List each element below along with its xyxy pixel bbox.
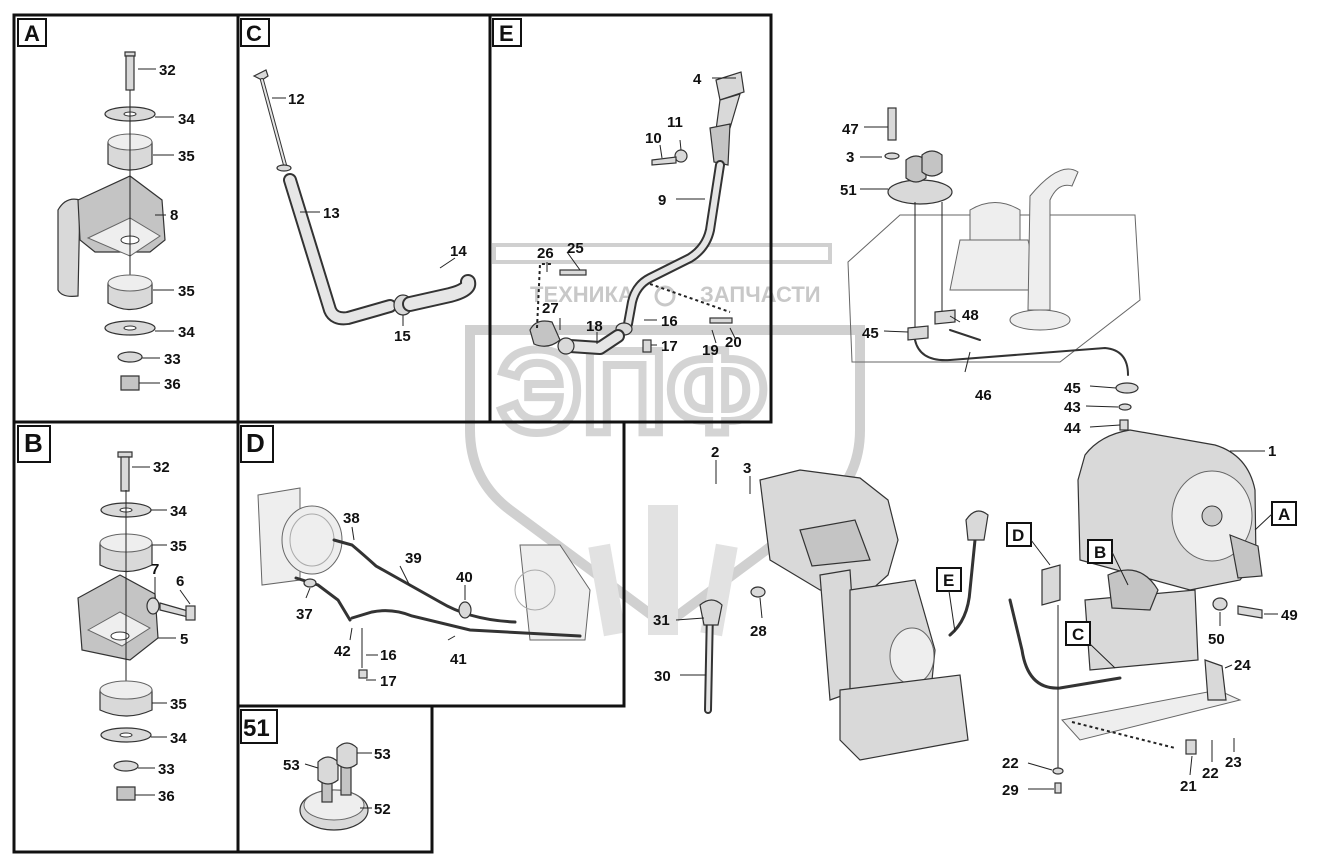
callout-32: 32 (153, 459, 170, 476)
callout-34: 34 (178, 324, 195, 341)
callout-25: 25 (567, 240, 584, 257)
section-label-d: D (246, 428, 265, 458)
callout-22: 22 (1202, 765, 1219, 782)
section-labels: A B C E D 51 (17, 18, 522, 744)
callout-12: 12 (288, 91, 305, 108)
callout-35: 35 (178, 148, 195, 165)
callout-16: 16 (661, 313, 678, 330)
callout-4: 4 (693, 71, 702, 88)
callout-41: 41 (450, 651, 467, 668)
section-b-drawing: 32 34 35 7 6 5 35 34 33 36 (77, 451, 196, 805)
callout-27: 27 (542, 300, 559, 317)
callout-20: 20 (725, 334, 742, 351)
callout-50: 50 (1208, 631, 1225, 648)
callout-52: 52 (374, 801, 391, 818)
callout-35: 35 (170, 696, 187, 713)
callout-30: 30 (654, 668, 671, 685)
callout-34: 34 (170, 730, 187, 747)
callout-44: 44 (1064, 420, 1081, 437)
callout-48: 48 (962, 307, 979, 324)
callout-23: 23 (1225, 754, 1242, 771)
main-assembly-drawing: 47 3 51 45 48 46 45 43 44 1 2 3 31 28 30… (653, 107, 1298, 799)
detail-tags: A B C D E (936, 501, 1297, 669)
watermark-right-word: ЗАПЧАСТИ (700, 282, 821, 307)
detail-tag-e: E (943, 571, 954, 590)
wheat-icon (588, 505, 738, 637)
section-label-b: B (24, 428, 43, 458)
callout-17: 17 (661, 338, 678, 355)
gear-icon (654, 285, 676, 307)
callout-51: 51 (840, 182, 857, 199)
watermark-left-word: ТЕХНИКА (530, 282, 634, 307)
section-e-drawing: 4 11 10 9 26 25 27 18 16 17 19 20 (529, 71, 745, 359)
callout-10: 10 (645, 130, 662, 147)
callout-15: 15 (394, 328, 411, 345)
callout-21: 21 (1180, 778, 1197, 795)
callout-36: 36 (158, 788, 175, 805)
callout-34: 34 (178, 111, 195, 128)
callout-16: 16 (380, 647, 397, 664)
callout-24: 24 (1234, 657, 1251, 674)
section-frames (12, 13, 773, 854)
callout-45: 45 (862, 325, 879, 342)
callout-33: 33 (164, 351, 181, 368)
callout-33: 33 (158, 761, 175, 778)
callout-45: 45 (1064, 380, 1081, 397)
callout-26: 26 (537, 245, 554, 262)
callout-38: 38 (343, 510, 360, 527)
callout-19: 19 (702, 342, 719, 359)
section-label-e: E (499, 21, 514, 46)
callout-53: 53 (283, 757, 300, 774)
callout-31: 31 (653, 612, 670, 629)
callout-35: 35 (170, 538, 187, 555)
callout-7: 7 (151, 561, 159, 578)
callout-17: 17 (380, 673, 397, 690)
callout-3: 3 (846, 149, 854, 166)
section-51-frame (236, 704, 434, 854)
callout-8: 8 (170, 207, 178, 224)
section-label-c: C (246, 21, 262, 46)
detail-tag-d: D (1012, 526, 1024, 545)
section-label-a: A (24, 21, 40, 46)
callout-47: 47 (842, 121, 859, 138)
callout-35: 35 (178, 283, 195, 300)
section-e-frame (488, 13, 773, 424)
section-51-drawing: 53 53 52 (283, 742, 391, 831)
callout-49: 49 (1281, 607, 1298, 624)
callout-18: 18 (586, 318, 603, 335)
callout-39: 39 (405, 550, 422, 567)
callout-34: 34 (170, 503, 187, 520)
callout-46: 46 (975, 387, 992, 404)
callout-36: 36 (164, 376, 181, 393)
callout-42: 42 (334, 643, 351, 660)
section-c-frame (236, 13, 492, 424)
callout-6: 6 (176, 573, 184, 590)
callout-29: 29 (1002, 782, 1019, 799)
callout-1: 1 (1268, 443, 1276, 460)
callout-11: 11 (667, 114, 683, 131)
detail-tag-b: B (1094, 543, 1106, 562)
callout-2: 2 (711, 444, 719, 461)
detail-tag-c: C (1072, 625, 1084, 644)
section-label-51: 51 (243, 715, 270, 742)
callout-32: 32 (159, 62, 176, 79)
callout-5: 5 (180, 631, 188, 648)
callout-40: 40 (456, 569, 473, 586)
detail-tag-a: A (1278, 505, 1290, 524)
callout-3: 3 (743, 460, 751, 477)
callout-9: 9 (658, 192, 666, 209)
callout-14: 14 (450, 243, 467, 260)
callout-43: 43 (1064, 399, 1081, 416)
callout-13: 13 (323, 205, 340, 222)
watermark: ТЕХНИКА ЗАПЧАСТИ ЭПФ (465, 243, 865, 637)
callout-37: 37 (296, 606, 313, 623)
callout-22: 22 (1002, 755, 1019, 772)
callout-28: 28 (750, 623, 767, 640)
callout-53: 53 (374, 746, 391, 763)
section-d-drawing: 38 39 40 37 42 16 41 17 (257, 487, 591, 690)
section-a-drawing: 32 34 35 8 35 34 33 36 (57, 51, 195, 393)
section-c-drawing: 12 13 14 15 (252, 69, 477, 345)
